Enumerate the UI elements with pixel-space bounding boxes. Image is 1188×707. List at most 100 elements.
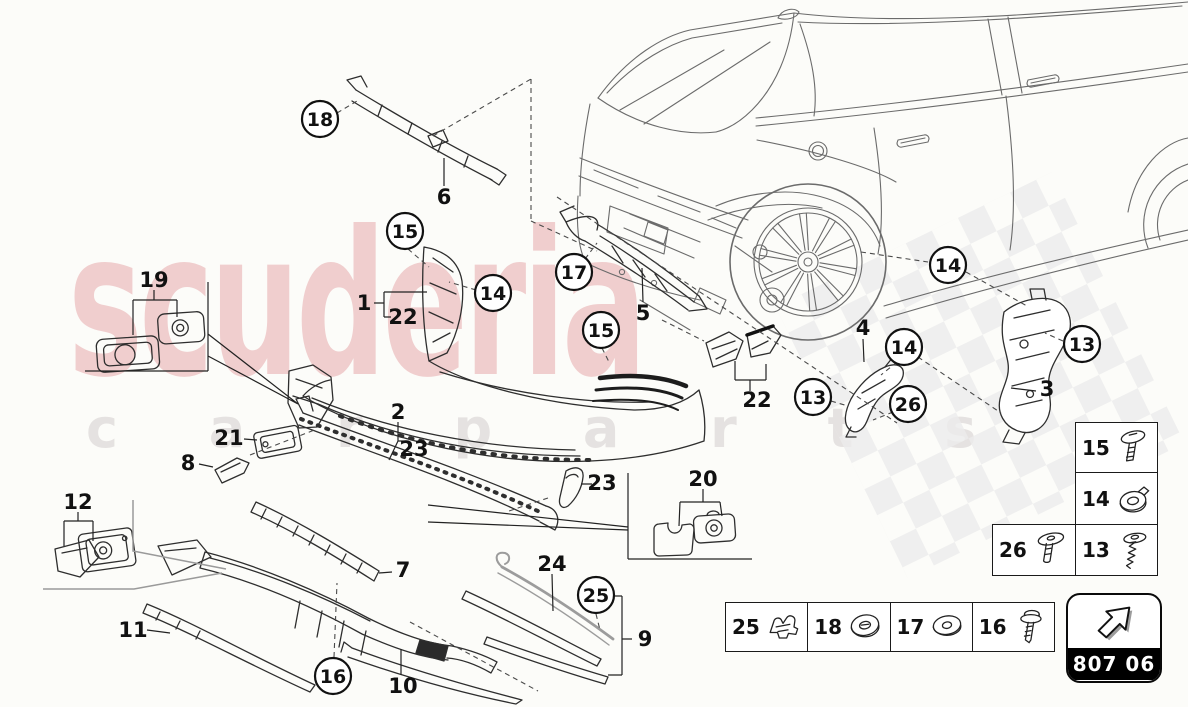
- rear-fender-arch: [715, 191, 881, 247]
- part-24-strip: [495, 551, 615, 646]
- part-label-23[interactable]: 23: [399, 437, 428, 461]
- callout-circle-14[interactable]: 14: [473, 273, 513, 313]
- leader-lines: [63, 158, 1037, 676]
- legend-row: 25 18 17: [725, 602, 1055, 652]
- pan-head-screw-icon: [1111, 426, 1155, 470]
- page-code: 807 06: [1068, 648, 1160, 680]
- callout-circle-15[interactable]: 15: [581, 310, 621, 350]
- svg-text:16: 16: [320, 666, 346, 688]
- part-9-strips: [461, 590, 609, 685]
- part-label-9[interactable]: 9: [638, 627, 653, 651]
- hex-screw-icon: [1008, 605, 1052, 649]
- door-handle: [1026, 74, 1060, 88]
- part-label-24[interactable]: 24: [537, 552, 566, 576]
- svg-text:18: 18: [307, 109, 333, 131]
- callout-circle-17[interactable]: 17: [554, 252, 594, 292]
- legend-cell-14[interactable]: 14: [1075, 472, 1158, 525]
- part-20-sensor-holder: [653, 510, 737, 557]
- spring-clip-icon: [761, 605, 805, 649]
- part-10-strip: [340, 641, 523, 705]
- part-5-carrier: [559, 205, 708, 312]
- callout-circle-15[interactable]: 15: [385, 211, 425, 251]
- svg-text:14: 14: [935, 255, 961, 277]
- svg-text:14: 14: [480, 283, 506, 305]
- part-label-12[interactable]: 12: [63, 490, 92, 514]
- svg-text:15: 15: [588, 320, 614, 342]
- gray-bracket-lines: [43, 500, 227, 590]
- callout-circle-14[interactable]: 14: [928, 245, 968, 285]
- page-code-badge: 807 06: [1066, 593, 1162, 683]
- svg-text:14: 14: [891, 337, 917, 359]
- callout-circle-16[interactable]: 16: [313, 656, 353, 696]
- part-label-22[interactable]: 22: [742, 388, 771, 412]
- svg-text:25: 25: [583, 585, 609, 607]
- grommet-icon: [843, 605, 887, 649]
- rear-diffuser: [157, 539, 498, 674]
- callout-circle-13[interactable]: 13: [1062, 324, 1102, 364]
- legend-num: 16: [978, 615, 1007, 639]
- fuel-cap: [808, 141, 828, 161]
- part-2-lower-strip: [295, 395, 559, 531]
- part-label-7[interactable]: 7: [396, 558, 411, 582]
- part-label-22[interactable]: 22: [388, 305, 417, 329]
- svg-text:13: 13: [1069, 334, 1095, 356]
- beltline: [755, 63, 1188, 127]
- legend-cell-18[interactable]: 18: [808, 603, 891, 651]
- part-label-10[interactable]: 10: [388, 674, 417, 698]
- door-seam: [873, 95, 1015, 255]
- front-wheel-arch: [1127, 137, 1188, 249]
- callout-circle-13[interactable]: 13: [793, 377, 833, 417]
- legend-num: 18: [814, 615, 843, 639]
- legend-num: 17: [896, 615, 925, 639]
- taillight-band: [578, 157, 749, 239]
- svg-text:15: 15: [392, 221, 418, 243]
- door-handle: [896, 134, 930, 148]
- direction-arrow-icon: [1068, 595, 1160, 648]
- legend-cell-13[interactable]: 13: [1075, 524, 1158, 576]
- callout-circle-26[interactable]: 26: [888, 384, 928, 424]
- legend-cell-26[interactable]: 26: [992, 524, 1076, 576]
- part-label-4[interactable]: 4: [856, 316, 871, 340]
- part-label-6[interactable]: 6: [437, 185, 452, 209]
- washer-nut-icon: [925, 605, 969, 649]
- legend-num: 25: [732, 615, 760, 639]
- callout-circle-25[interactable]: 25: [576, 575, 616, 615]
- bumper-corner-flap: [287, 364, 334, 429]
- rear-wheel: [729, 183, 887, 341]
- rocker-panel: [883, 229, 1188, 319]
- legend-num: 26: [999, 538, 1027, 562]
- part-19-sensor-holders: [95, 311, 206, 373]
- part-label-3[interactable]: 3: [1040, 377, 1055, 401]
- part-12-sensor-bracket: [54, 527, 137, 578]
- legend-num: 15: [1082, 435, 1110, 460]
- legend-cell-16[interactable]: 16: [973, 603, 1054, 651]
- license-recess: [606, 205, 669, 255]
- part-label-5[interactable]: 5: [636, 301, 651, 325]
- part-label-1[interactable]: 1: [357, 291, 372, 315]
- part-label-8[interactable]: 8: [181, 451, 196, 475]
- legend-cell-17[interactable]: 17: [891, 603, 973, 651]
- legend-cell-15[interactable]: 15: [1075, 422, 1158, 473]
- car-illustration: [576, 1, 1188, 341]
- callout-circle-14[interactable]: 14: [884, 327, 924, 367]
- flat-head-screw-icon: [1028, 528, 1072, 572]
- part-23-bracket: [558, 467, 584, 509]
- part-label-23[interactable]: 23: [587, 471, 616, 495]
- part-label-11[interactable]: 11: [118, 618, 147, 642]
- part-label-20[interactable]: 20: [688, 467, 717, 491]
- part-label-19[interactable]: 19: [139, 268, 168, 292]
- part-number-labels: 6 1 22 5 2 23 19 21 8 12 22 4 3 23 20 7 11 10 24 9: [63, 185, 1054, 698]
- callout-circle-18[interactable]: 18: [300, 99, 340, 139]
- part-label-21[interactable]: 21: [214, 426, 243, 450]
- b-pillar: [987, 16, 1023, 96]
- part-8-clip: [214, 457, 250, 484]
- part-4-bracket: [844, 356, 904, 438]
- svg-text:17: 17: [561, 262, 587, 284]
- part-11-strip: [142, 603, 316, 693]
- grommet-nut-icon: [1111, 477, 1155, 521]
- svg-text:26: 26: [895, 394, 921, 416]
- part-label-2[interactable]: 2: [391, 400, 406, 424]
- legend-cell-25[interactable]: 25: [726, 603, 809, 651]
